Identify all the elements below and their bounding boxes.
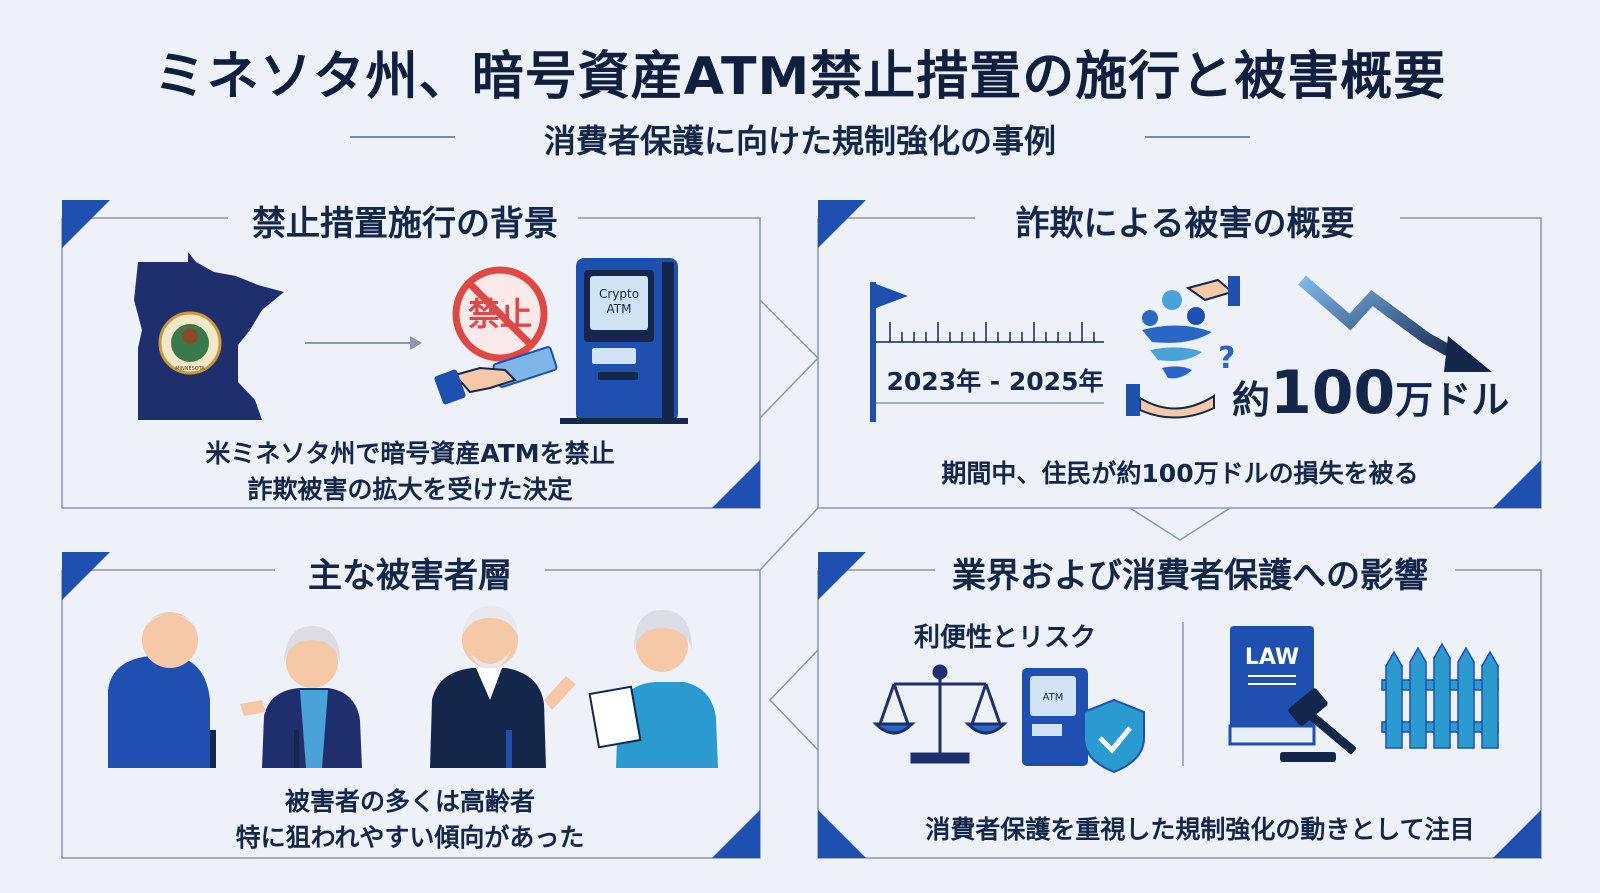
ban-label: 禁止 bbox=[468, 295, 532, 333]
fence-icon bbox=[1381, 642, 1499, 749]
damage-caption: 期間中、住民が約100万ドルの損失を被る bbox=[941, 459, 1419, 488]
atm-label-crypto: Crypto bbox=[599, 287, 639, 301]
corner-triangle bbox=[1493, 810, 1541, 858]
law-book-icon: LAW bbox=[1228, 626, 1316, 746]
tornado-coins-icon: ? bbox=[1142, 290, 1235, 379]
amount-suffix: 万ドル bbox=[1395, 378, 1510, 422]
atm-label-atm: ATM bbox=[607, 302, 632, 316]
background-caption-1: 米ミネソタ州で暗号資産ATMを禁止 bbox=[205, 439, 615, 468]
corner-triangle bbox=[818, 810, 866, 858]
shield-check-icon bbox=[1083, 698, 1145, 774]
corner-triangle bbox=[62, 200, 110, 248]
elderly-man-icon bbox=[430, 606, 576, 768]
crypto-atm-icon: Crypto ATM bbox=[560, 258, 688, 424]
corner-triangle bbox=[1493, 460, 1541, 508]
impact-caption: 消費者保護を重視した規制強化の動きとして注目 bbox=[925, 815, 1475, 844]
corner-triangle bbox=[818, 200, 866, 248]
damage-period: 2023年 - 2025年 bbox=[886, 367, 1104, 396]
corner-triangle bbox=[62, 552, 110, 600]
corner-triangle bbox=[712, 810, 760, 858]
flag-icon bbox=[870, 282, 908, 422]
victims-caption-1: 被害者の多くは高齢者 bbox=[284, 787, 535, 816]
amount-prefix: 約 bbox=[1232, 378, 1271, 422]
elderly-man-icon bbox=[108, 612, 216, 768]
arrow-right-icon bbox=[305, 336, 422, 350]
panel-title-victims: 主な被害者層 bbox=[308, 556, 512, 596]
convenience-risk-label: 利便性とリスク bbox=[913, 623, 1096, 653]
elderly-woman-icon bbox=[588, 610, 718, 768]
amount-number: 100 bbox=[1270, 358, 1396, 428]
damage-amount: 約100万ドル bbox=[1232, 358, 1532, 430]
page-title: ミネソタ州、暗号資産ATM禁止措置の施行と被害概要 bbox=[153, 47, 1447, 107]
trend-down-arrow-icon bbox=[1298, 275, 1492, 372]
page-subtitle: 消費者保護に向けた規制強化の事例 bbox=[543, 122, 1056, 160]
connector-down bbox=[1129, 507, 1231, 541]
gavel-icon bbox=[1280, 688, 1357, 762]
scales-icon bbox=[872, 664, 1008, 764]
atm-icon: ATM bbox=[1022, 668, 1088, 766]
minnesota-map-icon: MINNESOTA bbox=[134, 252, 284, 420]
corner-triangle bbox=[712, 460, 760, 508]
panel-title-damage: 詐欺による被害の概要 bbox=[1015, 204, 1355, 244]
background-caption-2: 詐欺被害の拡大を受けた決定 bbox=[247, 475, 573, 504]
hand-icon bbox=[1126, 276, 1240, 419]
hand-money-icon bbox=[434, 346, 558, 405]
corner-triangle bbox=[818, 552, 866, 600]
panel-title-impact: 業界および消費者保護への影響 bbox=[952, 556, 1428, 596]
question-mark: ? bbox=[1218, 341, 1235, 376]
ban-icon: 禁止 bbox=[452, 266, 548, 362]
victims-caption-2: 特に狙われやすい傾向があった bbox=[235, 823, 585, 852]
small-atm-label: ATM bbox=[1043, 692, 1064, 703]
panel-frame-victims bbox=[61, 570, 761, 859]
law-label: LAW bbox=[1245, 645, 1299, 670]
timeline-icon bbox=[876, 322, 1104, 343]
connector-left bbox=[768, 649, 819, 751]
elderly-woman-icon bbox=[240, 626, 362, 768]
state-seal-label: MINNESOTA bbox=[175, 366, 205, 372]
panel-title-background: 禁止措置施行の背景 bbox=[252, 204, 558, 244]
